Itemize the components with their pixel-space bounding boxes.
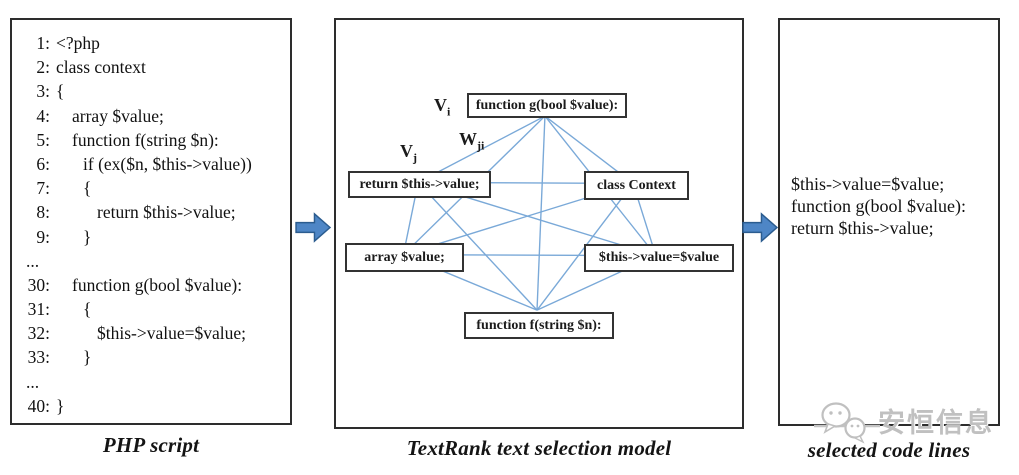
ellipsis: ... [26, 250, 40, 271]
selected-line: $this->value=$value; [791, 174, 945, 194]
code-line: 31: { [26, 297, 284, 321]
code-text: { [83, 178, 92, 199]
selected-code-lines: $this->value=$value; function g(bool $va… [791, 173, 966, 239]
textrank-model-panel: function g(bool $value): return $this->v… [334, 18, 744, 429]
selected-line: function g(bool $value): [791, 196, 966, 216]
code-line-ellipsis: ... [26, 249, 284, 273]
edge-weight-label-wji: Wji [459, 130, 484, 152]
code-text: } [56, 395, 65, 416]
code-line: 4: array $value; [26, 104, 284, 128]
graph-node-return: return $this->value; [348, 171, 491, 198]
line-number: 1: [36, 33, 50, 53]
selected-code-panel: $this->value=$value; function g(bool $va… [778, 18, 1000, 426]
line-number: 31: [27, 299, 50, 320]
code-line: 6: if (ex($n, $this->value)) [26, 152, 284, 176]
line-number: 32: [27, 323, 50, 344]
code-line-ellipsis: ... [26, 370, 284, 394]
code-text: $this->value=$value; [97, 323, 247, 344]
line-number: 40: [27, 395, 50, 416]
line-number: 7: [36, 178, 50, 199]
line-number: 30: [27, 274, 50, 295]
vi-sub: i [447, 104, 451, 119]
code-text: class context [56, 57, 146, 78]
right-arrow-icon [742, 212, 779, 243]
line-number: 8: [36, 202, 50, 223]
line-number: 9: [36, 226, 50, 247]
graph-node-function-g: function g(bool $value): [467, 93, 627, 118]
code-line: 2: class context [26, 55, 284, 79]
right-arrow-icon [295, 212, 332, 243]
code-line: 33:} [26, 345, 284, 369]
graph-edge [417, 181, 538, 311]
ellipsis: ... [26, 371, 40, 392]
code-line: 32: $this->value=$value; [26, 321, 284, 345]
wji-base: W [459, 129, 477, 149]
code-text: { [56, 81, 65, 102]
graph-edge [536, 116, 546, 311]
graph-edges [402, 115, 657, 311]
line-number: 33: [27, 347, 50, 368]
code-line: 1: <?php [26, 31, 284, 55]
graph-node-function-f: function f(string $n): [464, 312, 614, 339]
graph-node-array: array $value; [345, 243, 464, 272]
graph-node-class-context: class Context [584, 171, 689, 200]
php-code-listing: 1: <?php 2: class context 3: { 4: array $val… [12, 20, 290, 418]
vj-base: V [400, 141, 413, 161]
code-text: <?php [56, 33, 100, 53]
line-number: 2: [36, 57, 50, 78]
selected-line: return $this->value; [791, 218, 934, 238]
php-script-panel: 1: <?php 2: class context 3: { 4: array $val… [10, 18, 292, 425]
caption-php-script: PHP script [102, 433, 200, 457]
code-line: 3: { [26, 79, 284, 103]
code-line: 8: return $this->value; [26, 200, 284, 224]
code-text: if (ex($n, $this->value)) [83, 153, 252, 174]
code-line: 40:} [26, 394, 284, 418]
line-number: 3: [36, 81, 50, 102]
code-text: { [83, 299, 92, 320]
caption-selected-code-lines: selected code lines [807, 438, 971, 462]
line-number: 5: [36, 129, 50, 150]
chat-bubbles-icon [814, 402, 880, 444]
wji-sub: ji [477, 138, 485, 153]
vertex-label-vj: Vj [400, 142, 417, 164]
code-line: 5: function f(string $n): [26, 128, 284, 152]
code-line: 7: { [26, 176, 284, 200]
line-number: 4: [36, 105, 50, 126]
line-number: 6: [36, 153, 50, 174]
graph-node-assign: $this->value=$value [584, 244, 734, 272]
code-line: 9:} [26, 225, 284, 249]
code-text: return $this->value; [97, 202, 236, 223]
watermark: 安恒信息 [814, 400, 994, 446]
code-text: } [83, 226, 92, 247]
watermark-text: 安恒信息 [878, 407, 994, 438]
code-line: 30: function g(bool $value): [26, 273, 284, 297]
code-text: function f(string $n): [72, 129, 219, 150]
vi-base: V [434, 95, 447, 115]
caption-textrank-model: TextRank text selection model [406, 436, 672, 460]
vj-sub: j [413, 150, 417, 165]
code-text: function g(bool $value): [72, 274, 243, 295]
code-text: } [83, 347, 92, 368]
code-text: array $value; [72, 105, 164, 126]
vertex-label-vi: Vi [434, 96, 450, 118]
